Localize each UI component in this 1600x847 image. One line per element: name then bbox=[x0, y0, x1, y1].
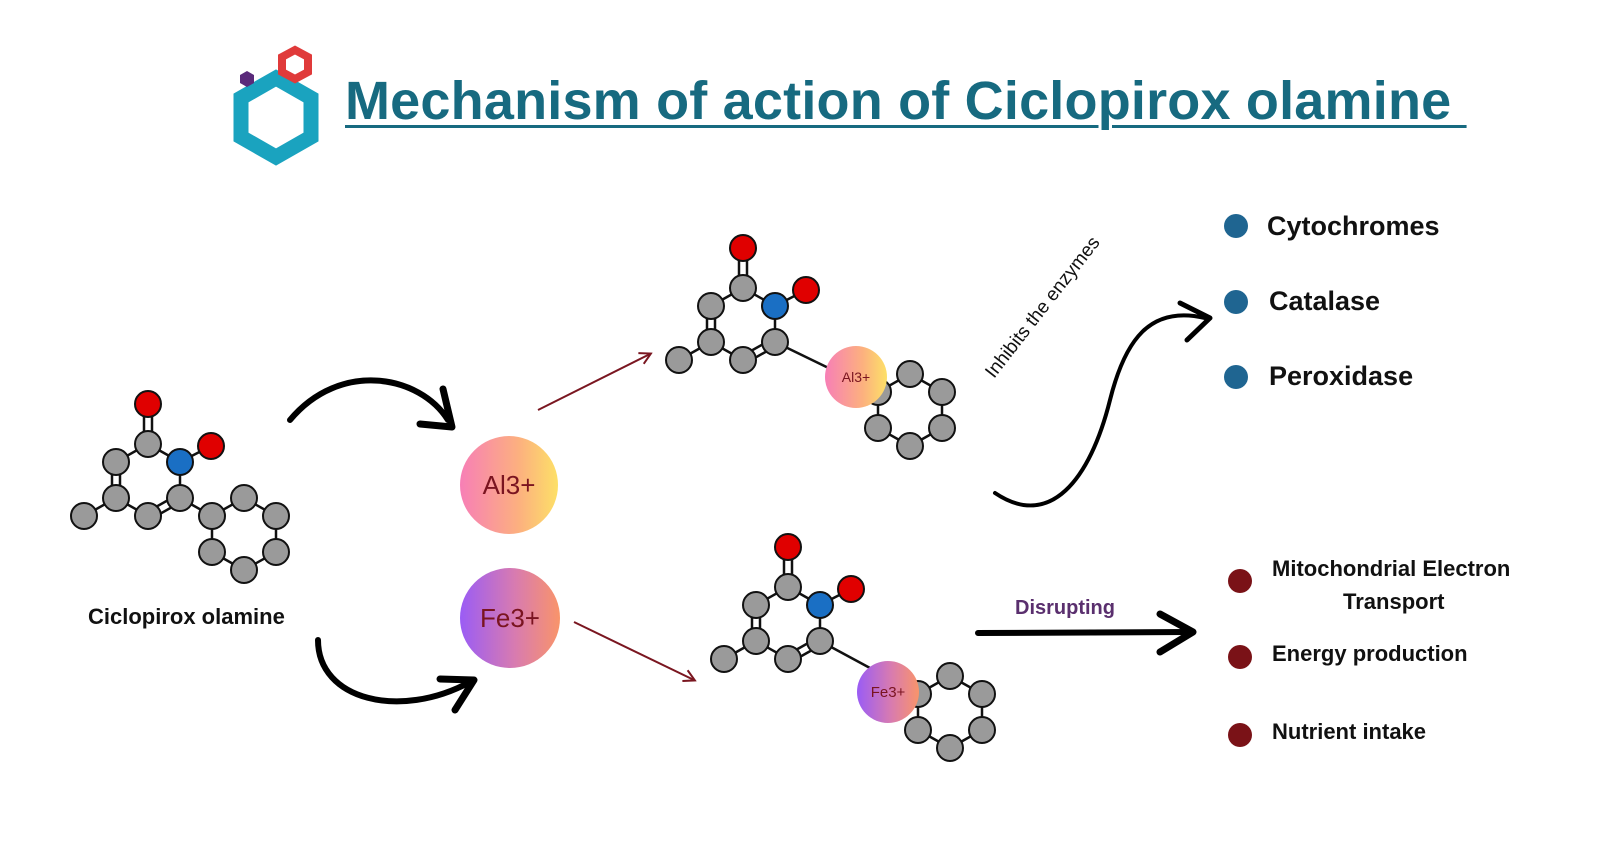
carbon-atom bbox=[262, 538, 290, 566]
carbon-atom bbox=[774, 645, 802, 673]
carbon-atom bbox=[262, 502, 290, 530]
nitrogen-atom bbox=[806, 591, 834, 619]
carbon-atom bbox=[70, 502, 98, 530]
carbon-atom bbox=[134, 430, 162, 458]
page-title: Mechanism of action of Ciclopirox olamin… bbox=[345, 71, 1467, 131]
enzyme-bullet-icon bbox=[1224, 365, 1248, 389]
carbon-atom bbox=[806, 627, 834, 655]
effect-energy: Energy production bbox=[1272, 641, 1468, 666]
oxygen-atom bbox=[197, 432, 225, 460]
oxygen-atom bbox=[729, 234, 757, 262]
effect-mitochondrial-line1: Mitochondrial Electron bbox=[1272, 556, 1511, 581]
inhibits-arrow-icon bbox=[993, 300, 1213, 508]
carbon-atom bbox=[665, 346, 693, 374]
iron-ion-label: Fe3+ bbox=[480, 602, 540, 633]
carbon-atom bbox=[710, 645, 738, 673]
carbon-atom bbox=[742, 591, 770, 619]
carbon-atom bbox=[968, 680, 996, 708]
disrupting-arrow-icon bbox=[975, 610, 1197, 656]
carbon-atom bbox=[166, 484, 194, 512]
carbon-atom bbox=[198, 538, 226, 566]
effect-bullet-icon bbox=[1228, 569, 1252, 593]
nitrogen-atom bbox=[166, 448, 194, 476]
carbon-atom bbox=[928, 378, 956, 406]
arrow-al-complex-icon bbox=[537, 354, 650, 411]
carbon-atom bbox=[697, 292, 725, 320]
effect-nutrient: Nutrient intake bbox=[1272, 719, 1427, 744]
aluminum-ion-bound: Al3+ bbox=[825, 346, 887, 408]
enzyme-catalase: Catalase bbox=[1269, 286, 1381, 316]
carbon-atom bbox=[697, 328, 725, 356]
logo-icon bbox=[233, 45, 319, 166]
enzyme-bullet-icon bbox=[1224, 214, 1248, 238]
effect-bullet-icon bbox=[1228, 723, 1252, 747]
iron-complex-molecule bbox=[710, 533, 996, 762]
ciclopirox-molecule bbox=[70, 390, 290, 584]
carbon-atom bbox=[198, 502, 226, 530]
carbon-atom bbox=[968, 716, 996, 744]
carbon-atom bbox=[230, 556, 258, 584]
oxygen-atom bbox=[134, 390, 162, 418]
disrupting-label: Disrupting bbox=[1015, 597, 1115, 619]
carbon-atom bbox=[928, 414, 956, 442]
iron-ion: Fe3+ bbox=[460, 568, 560, 668]
iron-ion-bound: Fe3+ bbox=[857, 661, 919, 723]
aluminum-complex-molecule bbox=[665, 234, 956, 460]
carbon-atom bbox=[102, 484, 130, 512]
aluminum-ion-bound-label: Al3+ bbox=[841, 369, 871, 385]
enzyme-cytochromes: Cytochromes bbox=[1267, 211, 1440, 241]
effect-mitochondrial-line2: Transport bbox=[1343, 589, 1445, 614]
carbon-atom bbox=[896, 432, 924, 460]
arrow-fe-complex-icon bbox=[573, 621, 694, 680]
carbon-atom bbox=[742, 627, 770, 655]
effect-bullet-icon bbox=[1228, 645, 1252, 669]
carbon-atom bbox=[761, 328, 789, 356]
carbon-atom bbox=[864, 414, 892, 442]
carbon-atom bbox=[729, 274, 757, 302]
carbon-atom bbox=[936, 734, 964, 762]
carbon-atom bbox=[729, 346, 757, 374]
carbon-atom bbox=[896, 360, 924, 388]
oxygen-atom bbox=[792, 276, 820, 304]
oxygen-atom bbox=[774, 533, 802, 561]
oxygen-atom bbox=[837, 575, 865, 603]
arrow-to-fe-icon bbox=[315, 637, 478, 714]
carbon-atom bbox=[936, 662, 964, 690]
aluminum-ion: Al3+ bbox=[460, 436, 558, 534]
arrow-to-al-icon bbox=[287, 377, 456, 431]
nitrogen-atom bbox=[761, 292, 789, 320]
aluminum-ion-label: Al3+ bbox=[482, 469, 536, 500]
enzyme-bullet-icon bbox=[1224, 290, 1248, 314]
carbon-atom bbox=[102, 448, 130, 476]
carbon-atom bbox=[774, 573, 802, 601]
carbon-atom bbox=[904, 716, 932, 744]
iron-ion-bound-label: Fe3+ bbox=[870, 683, 906, 701]
carbon-atom bbox=[230, 484, 258, 512]
enzyme-peroxidase: Peroxidase bbox=[1269, 361, 1414, 391]
carbon-atom bbox=[134, 502, 162, 530]
molecule-label: Ciclopirox olamine bbox=[88, 604, 285, 629]
